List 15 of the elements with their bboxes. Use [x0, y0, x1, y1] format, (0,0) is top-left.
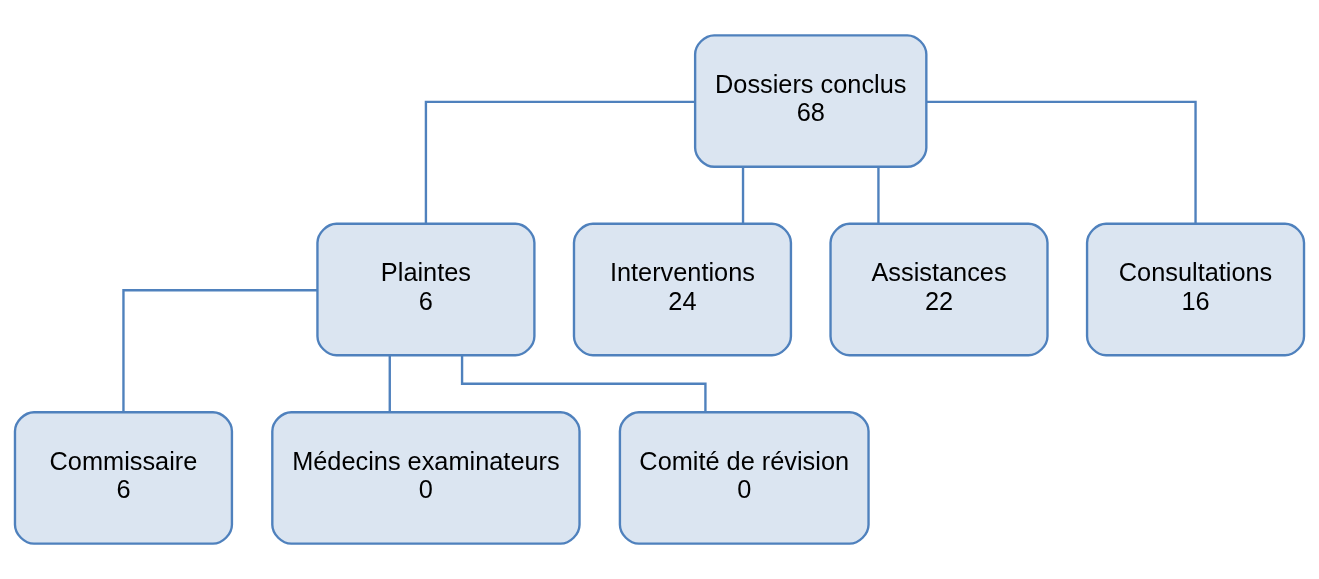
node-box: Consultations 16 — [1085, 222, 1306, 357]
connector — [926, 100, 1197, 224]
connector — [424, 100, 695, 224]
connector — [122, 289, 318, 412]
node-box: Médecins examinateurs 0 — [271, 411, 581, 545]
node-box: Comité de révision 0 — [618, 411, 870, 545]
connector — [877, 166, 880, 224]
connector — [460, 355, 707, 412]
node-box: Dossiers conclus 68 — [693, 34, 928, 168]
node-box: Assistances 22 — [829, 222, 1049, 357]
connector — [741, 166, 745, 224]
connector — [388, 355, 391, 412]
node-box: Interventions 24 — [572, 222, 793, 357]
node-box: Commissaire 6 — [13, 411, 234, 545]
node-box: Plaintes 6 — [316, 222, 536, 357]
